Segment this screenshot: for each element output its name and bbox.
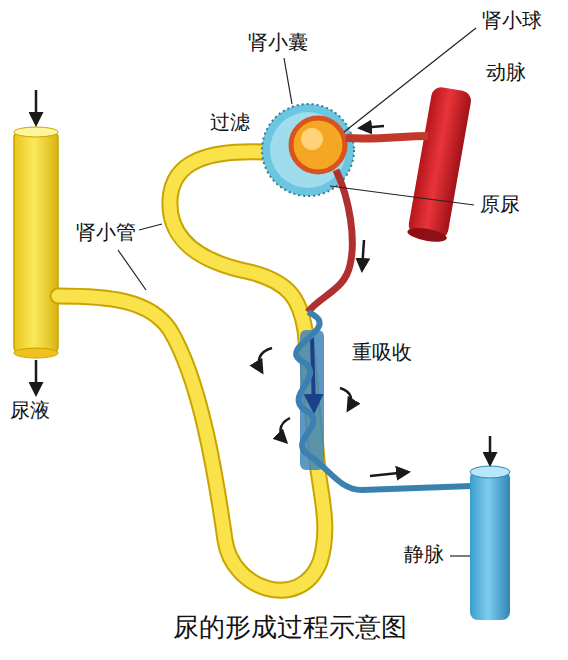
- flow-arrow: [35, 90, 38, 124]
- leader-line: [344, 28, 476, 132]
- fluid-label: 原尿: [480, 192, 520, 216]
- leader-line: [139, 224, 162, 230]
- collecting-duct: [14, 130, 58, 355]
- blood-flow-arrow: [370, 472, 408, 476]
- structure-label: 肾小管: [76, 220, 136, 244]
- glomerulus-highlight: [301, 128, 323, 150]
- fluid-label: 尿液: [10, 398, 50, 422]
- vein: [470, 470, 510, 620]
- vein-top: [470, 466, 510, 478]
- vessel-label: 静脉: [404, 542, 444, 566]
- afferent-arteriole: [346, 136, 428, 139]
- vessel-label: 动脉: [486, 60, 526, 84]
- artery: [407, 86, 472, 241]
- reabsorption-arrow: [340, 388, 351, 410]
- artery-end: [406, 225, 447, 244]
- caption: 尿的形成过程示意图: [173, 612, 407, 643]
- blood-flow-arrow: [362, 240, 364, 270]
- duct-bottom: [14, 348, 58, 358]
- efferent-arteriole: [308, 170, 352, 312]
- glomerulus: [291, 118, 345, 172]
- leader-line: [284, 58, 292, 104]
- process-label: 重吸收: [352, 340, 412, 364]
- capsule-space: [270, 112, 346, 188]
- renal-tubule: [58, 152, 325, 591]
- duct-top: [14, 127, 58, 137]
- blood-flow-arrow: [489, 436, 492, 464]
- structure-label: 肾小球: [482, 8, 542, 32]
- structure-label: 肾小囊: [248, 30, 308, 54]
- leader-line: [330, 186, 474, 205]
- tubule-outline: [58, 152, 325, 591]
- flow-arrow: [35, 360, 38, 394]
- leader-line: [450, 555, 470, 556]
- artery-group: [406, 86, 472, 245]
- reabsorption-arrow: [280, 418, 290, 442]
- reabsorption-arrow: [259, 348, 272, 372]
- blood-flow-arrow: [360, 126, 384, 128]
- capillary: [296, 312, 472, 490]
- leader-line: [118, 250, 146, 290]
- process-label: 过滤: [210, 110, 250, 134]
